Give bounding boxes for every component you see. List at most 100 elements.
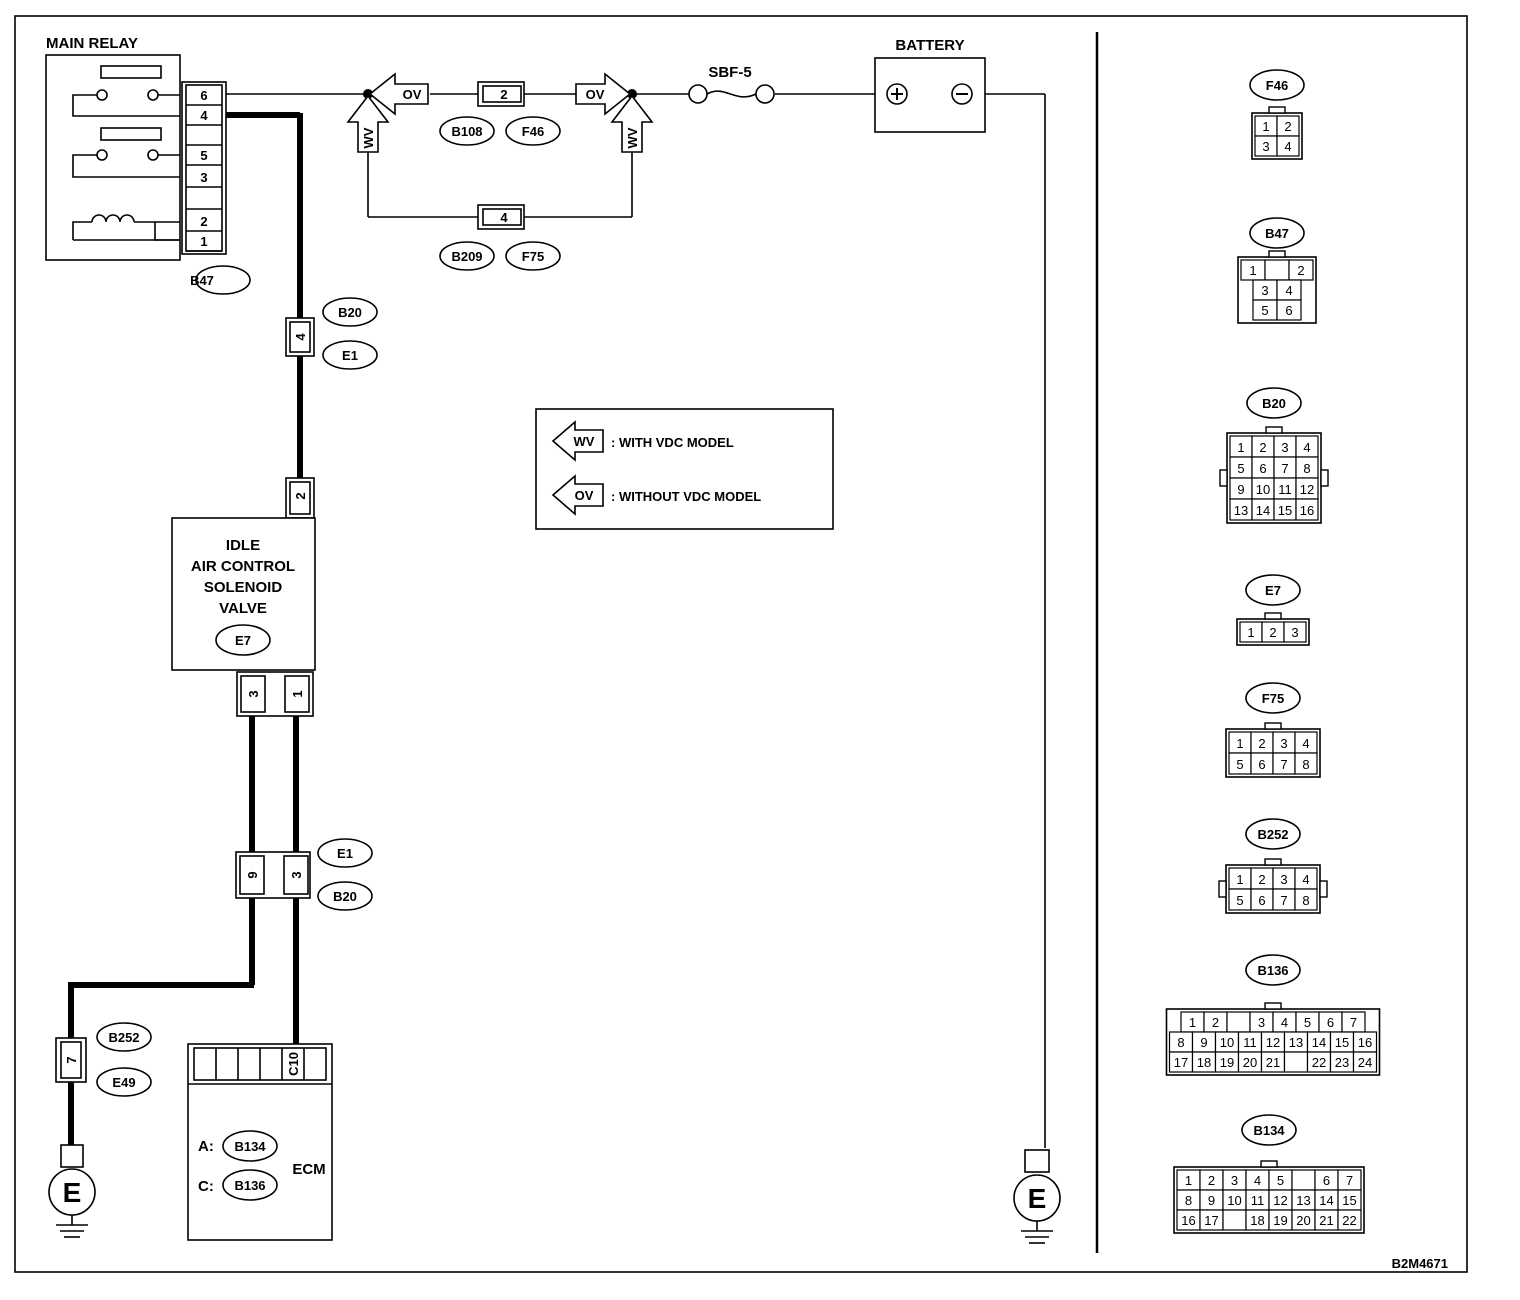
connector-pin: 3 <box>1262 139 1269 154</box>
svg-text:OV: OV <box>403 87 422 102</box>
connector-pin: 10 <box>1220 1035 1234 1050</box>
svg-text:WV: WV <box>361 127 376 148</box>
svg-text:3: 3 <box>246 690 261 697</box>
connector-pin: 1 <box>1249 263 1256 278</box>
connector-pin: 8 <box>1302 757 1309 772</box>
connector-pin: 9 <box>1208 1193 1215 1208</box>
svg-text:A:: A: <box>198 1138 214 1155</box>
ov-arrow-left: OV <box>368 72 429 116</box>
svg-text:ECM: ECM <box>292 1161 325 1178</box>
svg-text:F75: F75 <box>522 249 544 264</box>
connector-pin: 20 <box>1296 1213 1310 1228</box>
relay-pin: 2 <box>200 214 207 229</box>
connector-pin: 9 <box>1200 1035 1207 1050</box>
connector-pin: 21 <box>1319 1213 1333 1228</box>
connector-pin: 6 <box>1323 1173 1330 1188</box>
svg-text:E1: E1 <box>342 348 358 363</box>
svg-text:2: 2 <box>293 492 308 499</box>
connector-view-tag: B252 <box>1257 827 1288 842</box>
connector-pin: 17 <box>1204 1213 1218 1228</box>
connector-pin: 2 <box>1259 440 1266 455</box>
connector-pin: 14 <box>1312 1035 1326 1050</box>
connector-view-tag: B20 <box>1262 396 1286 411</box>
connector-pin: 5 <box>1236 893 1243 908</box>
connector-pin: 2 <box>1258 872 1265 887</box>
connector-pin: 4 <box>1284 139 1291 154</box>
svg-text:B134: B134 <box>234 1139 266 1154</box>
svg-text:4: 4 <box>293 333 308 341</box>
connector-view-tag: B134 <box>1253 1123 1285 1138</box>
connector-pin: 16 <box>1181 1213 1195 1228</box>
svg-text:BATTERY: BATTERY <box>895 37 964 54</box>
svg-text:VALVE: VALVE <box>219 600 267 617</box>
connector-pin: 7 <box>1281 461 1288 476</box>
connector-pin: 4 <box>1281 1015 1288 1030</box>
connector-pin: 12 <box>1266 1035 1280 1050</box>
connector-pin: 22 <box>1312 1055 1326 1070</box>
connector-pin: 19 <box>1220 1055 1234 1070</box>
connector-pin: 14 <box>1256 503 1270 518</box>
svg-text:B108: B108 <box>451 124 482 139</box>
connector-pin: 13 <box>1289 1035 1303 1050</box>
main-relay-label: MAIN RELAY <box>46 35 138 52</box>
battery: BATTERY <box>874 37 1046 1148</box>
connector-pin: 15 <box>1335 1035 1349 1050</box>
connector-view-tag: F75 <box>1262 691 1284 706</box>
svg-text:E: E <box>63 1177 82 1208</box>
connector-pin: 6 <box>1327 1015 1334 1030</box>
connector-view-tag: B136 <box>1257 963 1288 978</box>
svg-text:C10: C10 <box>286 1052 301 1076</box>
connector-pin: 8 <box>1302 893 1309 908</box>
relay-pin: 5 <box>200 148 207 163</box>
ground-right: E <box>1013 1149 1061 1244</box>
connector-pin: 16 <box>1358 1035 1372 1050</box>
connector-pin: 6 <box>1259 461 1266 476</box>
legend-ov-text: : WITHOUT VDC MODEL <box>611 489 761 504</box>
connector-pin: 8 <box>1303 461 1310 476</box>
connector-pin: 1 <box>1185 1173 1192 1188</box>
connector-pin: 4 <box>1285 283 1292 298</box>
svg-text:SOLENOID: SOLENOID <box>204 579 283 596</box>
connector-b209-f75: 4 B209 F75 <box>439 204 561 271</box>
wv-arrow-right: WV <box>610 94 654 153</box>
connector-pin: 6 <box>1258 757 1265 772</box>
connector-pin: 20 <box>1243 1055 1257 1070</box>
connector-pin: 5 <box>1261 303 1268 318</box>
connector-pin: 1 <box>1262 119 1269 134</box>
connector-pin: 22 <box>1342 1213 1356 1228</box>
svg-text:F46: F46 <box>522 124 544 139</box>
relay-pin: 1 <box>200 234 207 249</box>
connector-pin: 11 <box>1251 1193 1265 1208</box>
connector-pin: 1 <box>1189 1015 1196 1030</box>
connector-pin: 7 <box>1280 893 1287 908</box>
relay-pin: 3 <box>200 170 207 185</box>
svg-text:4: 4 <box>500 210 508 225</box>
svg-text:E: E <box>1028 1183 1047 1214</box>
connector-pin: 15 <box>1342 1193 1356 1208</box>
connector-e1-b20-mid: 9 3 E1 B20 <box>235 838 373 911</box>
ecm: C10 A: B134 C: B136 ECM <box>187 1043 333 1241</box>
connector-pin: 1 <box>1237 440 1244 455</box>
connector-pin: 23 <box>1335 1055 1349 1070</box>
relay-pin: 4 <box>200 108 208 123</box>
ov-arrow-right: OV <box>575 72 632 116</box>
legend: WV : WITH VDC MODEL OV : WITHOUT VDC MOD… <box>535 408 834 530</box>
connector-pin: 4 <box>1302 872 1309 887</box>
page-frame <box>14 15 1468 1273</box>
connector-pin: 7 <box>1280 757 1287 772</box>
connector-pin: 2 <box>1297 263 1304 278</box>
connector-pin: 3 <box>1231 1173 1238 1188</box>
connector-pin: 4 <box>1302 736 1309 751</box>
connector-pin: 3 <box>1280 872 1287 887</box>
connector-pin: 12 <box>1273 1193 1287 1208</box>
connector-pin: 10 <box>1256 482 1270 497</box>
connector-pin: 13 <box>1296 1193 1310 1208</box>
idle-air-control-solenoid-valve: 2 IDLE AIR CONTROL SOLENOID VALVE E7 3 1 <box>171 477 316 717</box>
connector-pin: 18 <box>1197 1055 1211 1070</box>
